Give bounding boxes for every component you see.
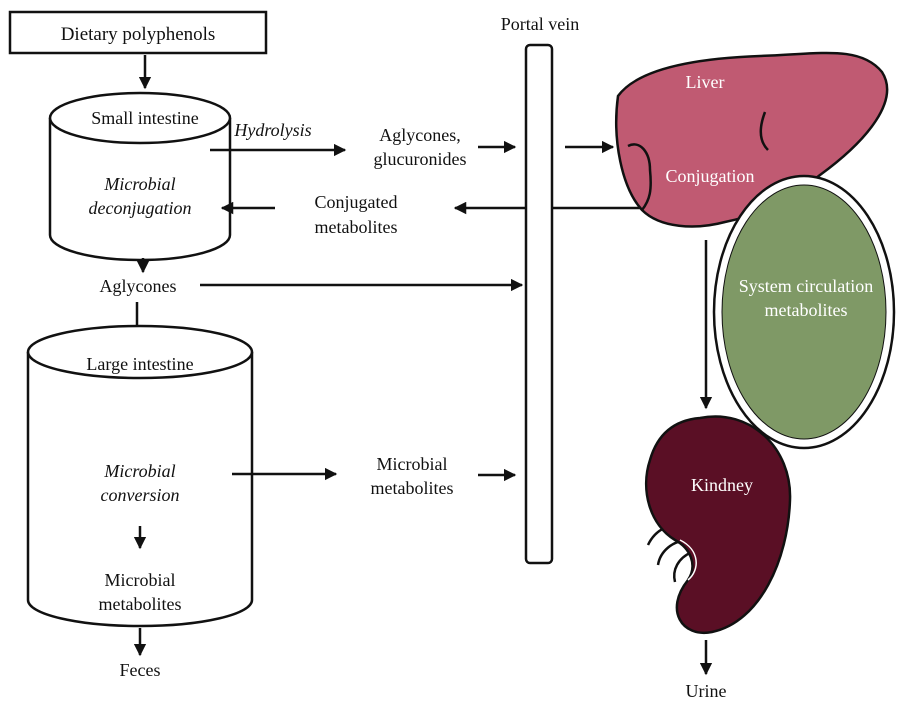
- liver-lobe-line: [759, 111, 769, 151]
- large-intestine-metabolites-line1: Microbial: [105, 570, 176, 590]
- circulation-ellipse: [721, 184, 887, 440]
- small-intestine-label: Small intestine: [91, 108, 199, 128]
- aglycones-glucuronides-line1: Aglycones,: [379, 125, 460, 145]
- conjugated-metabolites-line2: metabolites: [315, 217, 398, 237]
- feces-label: Feces: [120, 660, 161, 680]
- microbial-conversion-line2: conversion: [101, 485, 180, 505]
- flow-microbial-metabolites-line1: Microbial: [377, 454, 448, 474]
- kidney-label: Kindney: [691, 475, 753, 495]
- conjugation-label: Conjugation: [666, 166, 755, 186]
- aglycones-label: Aglycones: [100, 276, 177, 296]
- urine-label: Urine: [686, 681, 727, 701]
- circulation-label-line2: metabolites: [765, 300, 848, 320]
- portal-vein-bar: [524, 43, 554, 565]
- conjugated-metabolites-line1: Conjugated: [315, 192, 398, 212]
- portal-vein-label: Portal vein: [501, 14, 580, 34]
- kidney-lobe-line: [679, 539, 697, 581]
- kidney-shape: [645, 415, 792, 635]
- hydrolysis-label: Hydrolysis: [233, 120, 311, 140]
- title-box: [8, 10, 268, 55]
- large-intestine-label: Large intestine: [86, 354, 193, 374]
- large-intestine-cylinder: [26, 324, 254, 628]
- large-intestine-metabolites-line2: metabolites: [99, 594, 182, 614]
- small-intestine-cylinder: [48, 91, 232, 262]
- flow-microbial-metabolites-line2: metabolites: [371, 478, 454, 498]
- title-label: Dietary polyphenols: [61, 24, 216, 45]
- microbial-deconjugation-line2: deconjugation: [89, 198, 192, 218]
- circulation-label-line1: System circulation: [739, 276, 873, 296]
- aglycones-glucuronides-line2: glucuronides: [374, 149, 467, 169]
- liver-label: Liver: [686, 72, 725, 92]
- microbial-deconjugation-line1: Microbial: [103, 174, 175, 194]
- microbial-conversion-line1: Microbial: [103, 461, 175, 481]
- liver-conjugation-boundary: [627, 143, 652, 211]
